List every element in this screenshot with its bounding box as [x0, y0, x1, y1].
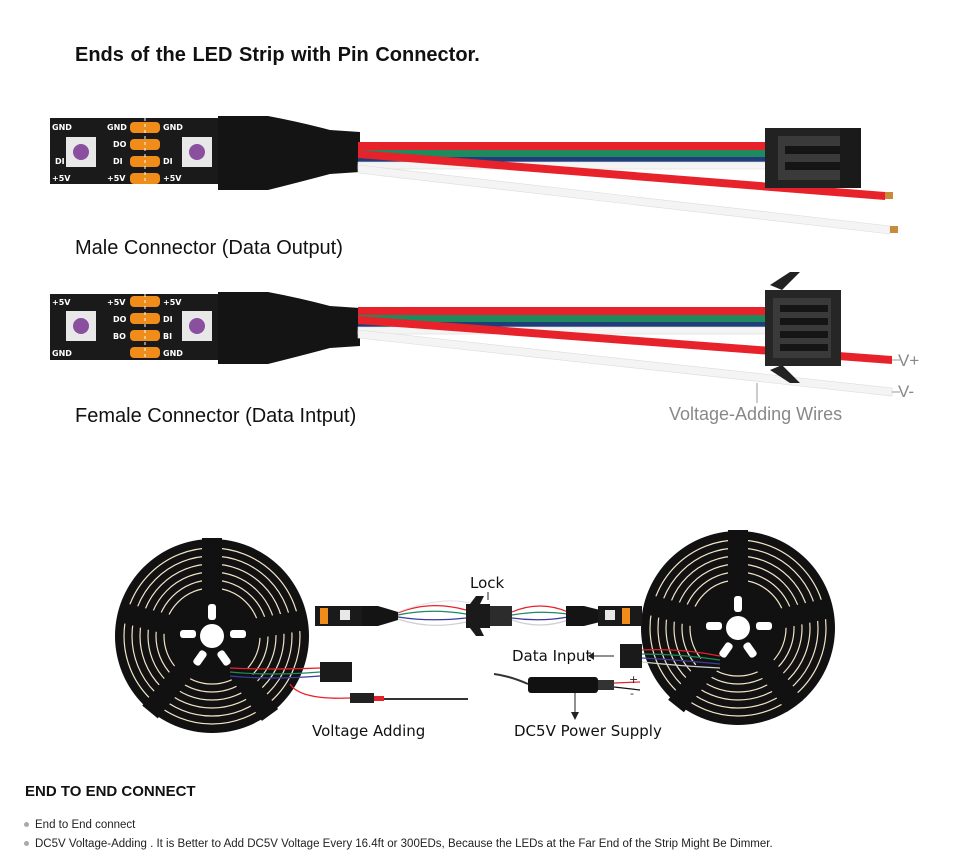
- pad-label: GND: [107, 123, 127, 132]
- lock-connector: [466, 596, 512, 636]
- pad-label: +5V: [107, 298, 126, 307]
- pad-label: BI: [163, 332, 172, 341]
- voltage-adding-connector: [229, 662, 468, 703]
- pad-label: +5V: [163, 298, 182, 307]
- pad-label: GND: [163, 123, 183, 132]
- power-supply-label: DC5V Power Supply: [514, 722, 662, 740]
- blue-wire: [358, 157, 768, 162]
- green-wire: [358, 315, 768, 322]
- pad-label: GND: [52, 349, 72, 358]
- data-input-connector: [588, 644, 721, 669]
- heat-shrink-tube: [218, 292, 360, 364]
- right-led-reel: [641, 530, 835, 725]
- male-connector-caption: Male Connector (Data Output): [75, 237, 343, 259]
- pad-label: DI: [113, 157, 123, 166]
- pad-label: +5V: [52, 298, 71, 307]
- female-connector-housing: [765, 272, 841, 383]
- section-heading: END TO END CONNECT: [25, 783, 196, 800]
- red-wire: [358, 142, 768, 150]
- solder-pads: [130, 118, 160, 184]
- pad-label: GND: [163, 349, 183, 358]
- pad-label: +5V: [163, 174, 182, 183]
- left-strip-lead: [315, 600, 471, 626]
- voltage-adding-label: Voltage Adding: [312, 722, 426, 740]
- blue-wire: [358, 322, 768, 327]
- plus-sign: +: [629, 673, 638, 686]
- voltage-white-wire: [357, 329, 893, 397]
- note-text: DC5V Voltage-Adding . It is Better to Ad…: [35, 838, 773, 850]
- note-item: End to End connect: [24, 819, 135, 831]
- pad-label: +5V: [107, 174, 126, 183]
- left-led-reel: [115, 538, 309, 733]
- right-strip-lead: [511, 605, 642, 626]
- voltage-red-wire: [358, 316, 892, 364]
- voltage-white-wire: [357, 164, 891, 235]
- heat-shrink-tube: [218, 116, 360, 190]
- pad-label: GND: [52, 123, 72, 132]
- lock-label: Lock: [470, 574, 505, 592]
- pad-label: DO: [113, 140, 127, 149]
- v-minus-label: V-: [898, 382, 915, 401]
- note-item: DC5V Voltage-Adding . It is Better to Ad…: [24, 838, 773, 850]
- green-wire: [358, 150, 768, 157]
- page-title: Ends of the LED Strip with Pin Connector…: [75, 44, 480, 66]
- pad-label: DI: [55, 157, 65, 166]
- data-input-label: Data Input: [512, 647, 592, 665]
- dc-power-supply-plug: [493, 673, 641, 720]
- v-plus-label: V+: [898, 351, 920, 370]
- bullet-icon: [24, 841, 29, 847]
- solder-pads: [130, 294, 160, 360]
- pad-label: BO: [113, 332, 126, 341]
- pad-label: DI: [163, 157, 173, 166]
- voltage-red-wire: [358, 150, 885, 200]
- minus-sign: -: [630, 687, 634, 700]
- voltage-adding-wires-label: Voltage-Adding Wires: [669, 404, 843, 424]
- female-connector-caption: Female Connector (Data Intput): [75, 405, 357, 427]
- female-strip-assembly: +5V +5V DO BO GND +5V DI BI GND: [50, 272, 900, 403]
- bullet-icon: [24, 822, 29, 828]
- male-connector-housing: [765, 128, 861, 188]
- pad-label: DI: [163, 315, 173, 324]
- male-strip-assembly: GND DI +5V GND DO DI +5V GND DI +5V: [50, 116, 898, 235]
- pad-label: +5V: [52, 174, 71, 183]
- pad-label: DO: [113, 315, 127, 324]
- red-wire: [358, 307, 768, 315]
- note-text: End to End connect: [35, 819, 136, 831]
